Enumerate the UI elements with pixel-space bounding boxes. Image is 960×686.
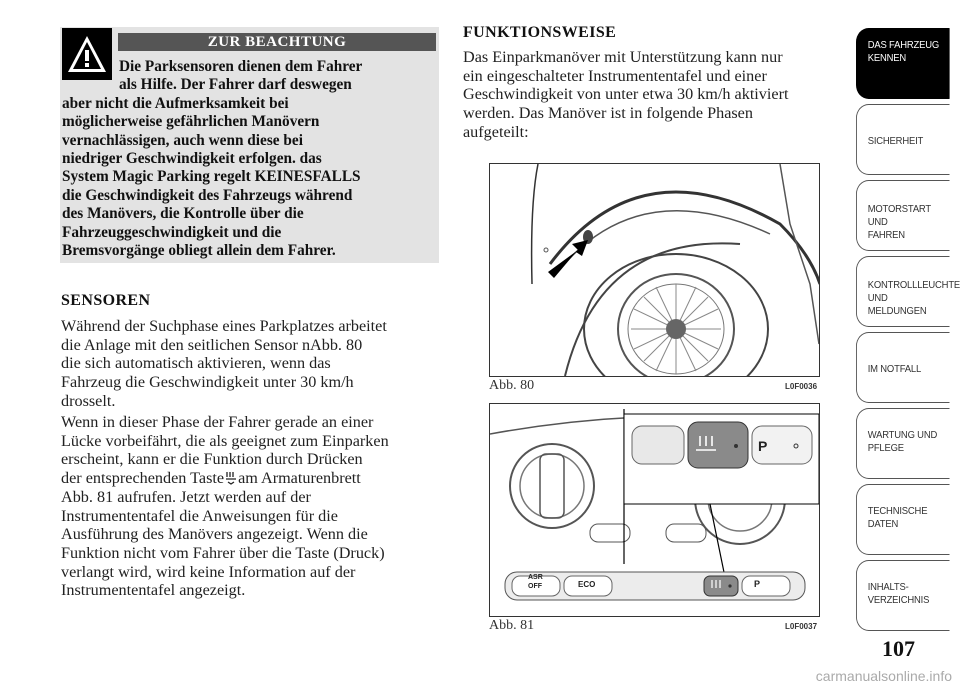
parking-button-icon [225, 471, 237, 485]
warning-heading: ZUR BEACHTUNG [118, 33, 436, 51]
figure-81-dashboard-buttons: P ASR OFF ECO P [489, 403, 820, 617]
button-p-label: P [758, 438, 768, 454]
warning-text: Die Parksensoren dienen dem Fahrer als H… [62, 58, 363, 260]
section-heading-sensoren: SENSOREN [61, 292, 151, 309]
funktionsweise-paragraph: Das Einparkmanöver mit Unterstützung kan… [463, 48, 789, 141]
tab-im-notfall[interactable]: IM NOTFALL [856, 332, 950, 403]
figure-80-code: L0F0036 [785, 382, 818, 391]
figure-81-code: L0F0037 [785, 622, 818, 631]
page-number: 107 [882, 636, 915, 661]
tab-sicherheit[interactable]: SICHERHEIT [856, 104, 950, 175]
button-eco-label: ECO [578, 580, 596, 589]
tab-inhaltsverzeichnis[interactable]: INHALTS-VERZEICHNIS [856, 560, 950, 631]
warning-box [60, 27, 439, 263]
sensoren-paragraph-2: Wenn in dieser Phase der Fahrer gerade a… [61, 413, 389, 600]
button-asr-label: ASR [528, 574, 543, 581]
button-off-label: OFF [528, 583, 542, 590]
figure-81-caption: Abb. 81 [489, 618, 535, 633]
warning-icon [62, 28, 112, 80]
section-heading-funktionsweise: FUNKTIONSWEISE [463, 24, 617, 41]
button-p-small-label: P [754, 579, 761, 589]
figure-80-caption: Abb. 80 [489, 378, 535, 393]
sensoren-paragraph-1: Während der Suchphase eines Parkplatzes … [61, 317, 387, 410]
figure-80-wheel-sensor [489, 163, 820, 377]
footer-watermark: carmanualsonline.info [815, 668, 952, 684]
